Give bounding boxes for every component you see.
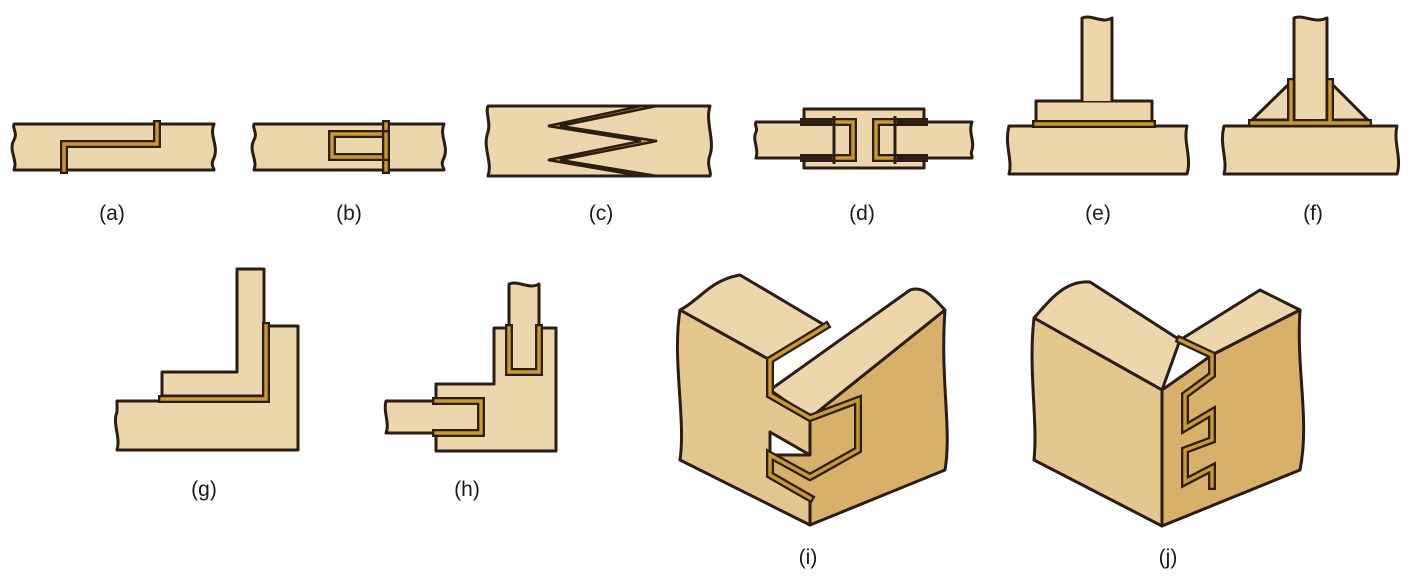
joint-b <box>250 120 447 174</box>
joint-f <box>1220 15 1401 176</box>
label-f: (f) <box>1303 202 1323 225</box>
label-h: (h) <box>454 478 480 501</box>
label-i: (i) <box>799 546 818 569</box>
joint-c <box>484 104 713 178</box>
joint-a <box>10 120 217 174</box>
joint-i <box>675 273 949 527</box>
label-b: (b) <box>336 202 362 225</box>
joint-d <box>753 107 975 170</box>
label-a: (a) <box>99 202 125 225</box>
label-c: (c) <box>589 202 614 225</box>
label-j: (j) <box>1159 546 1178 569</box>
joint-g <box>113 267 300 452</box>
joint-h <box>383 281 558 453</box>
joint-e <box>1005 15 1191 176</box>
label-g: (g) <box>191 478 217 501</box>
joint-j <box>1030 280 1306 528</box>
label-e: (e) <box>1085 202 1111 225</box>
label-d: (d) <box>849 202 875 225</box>
